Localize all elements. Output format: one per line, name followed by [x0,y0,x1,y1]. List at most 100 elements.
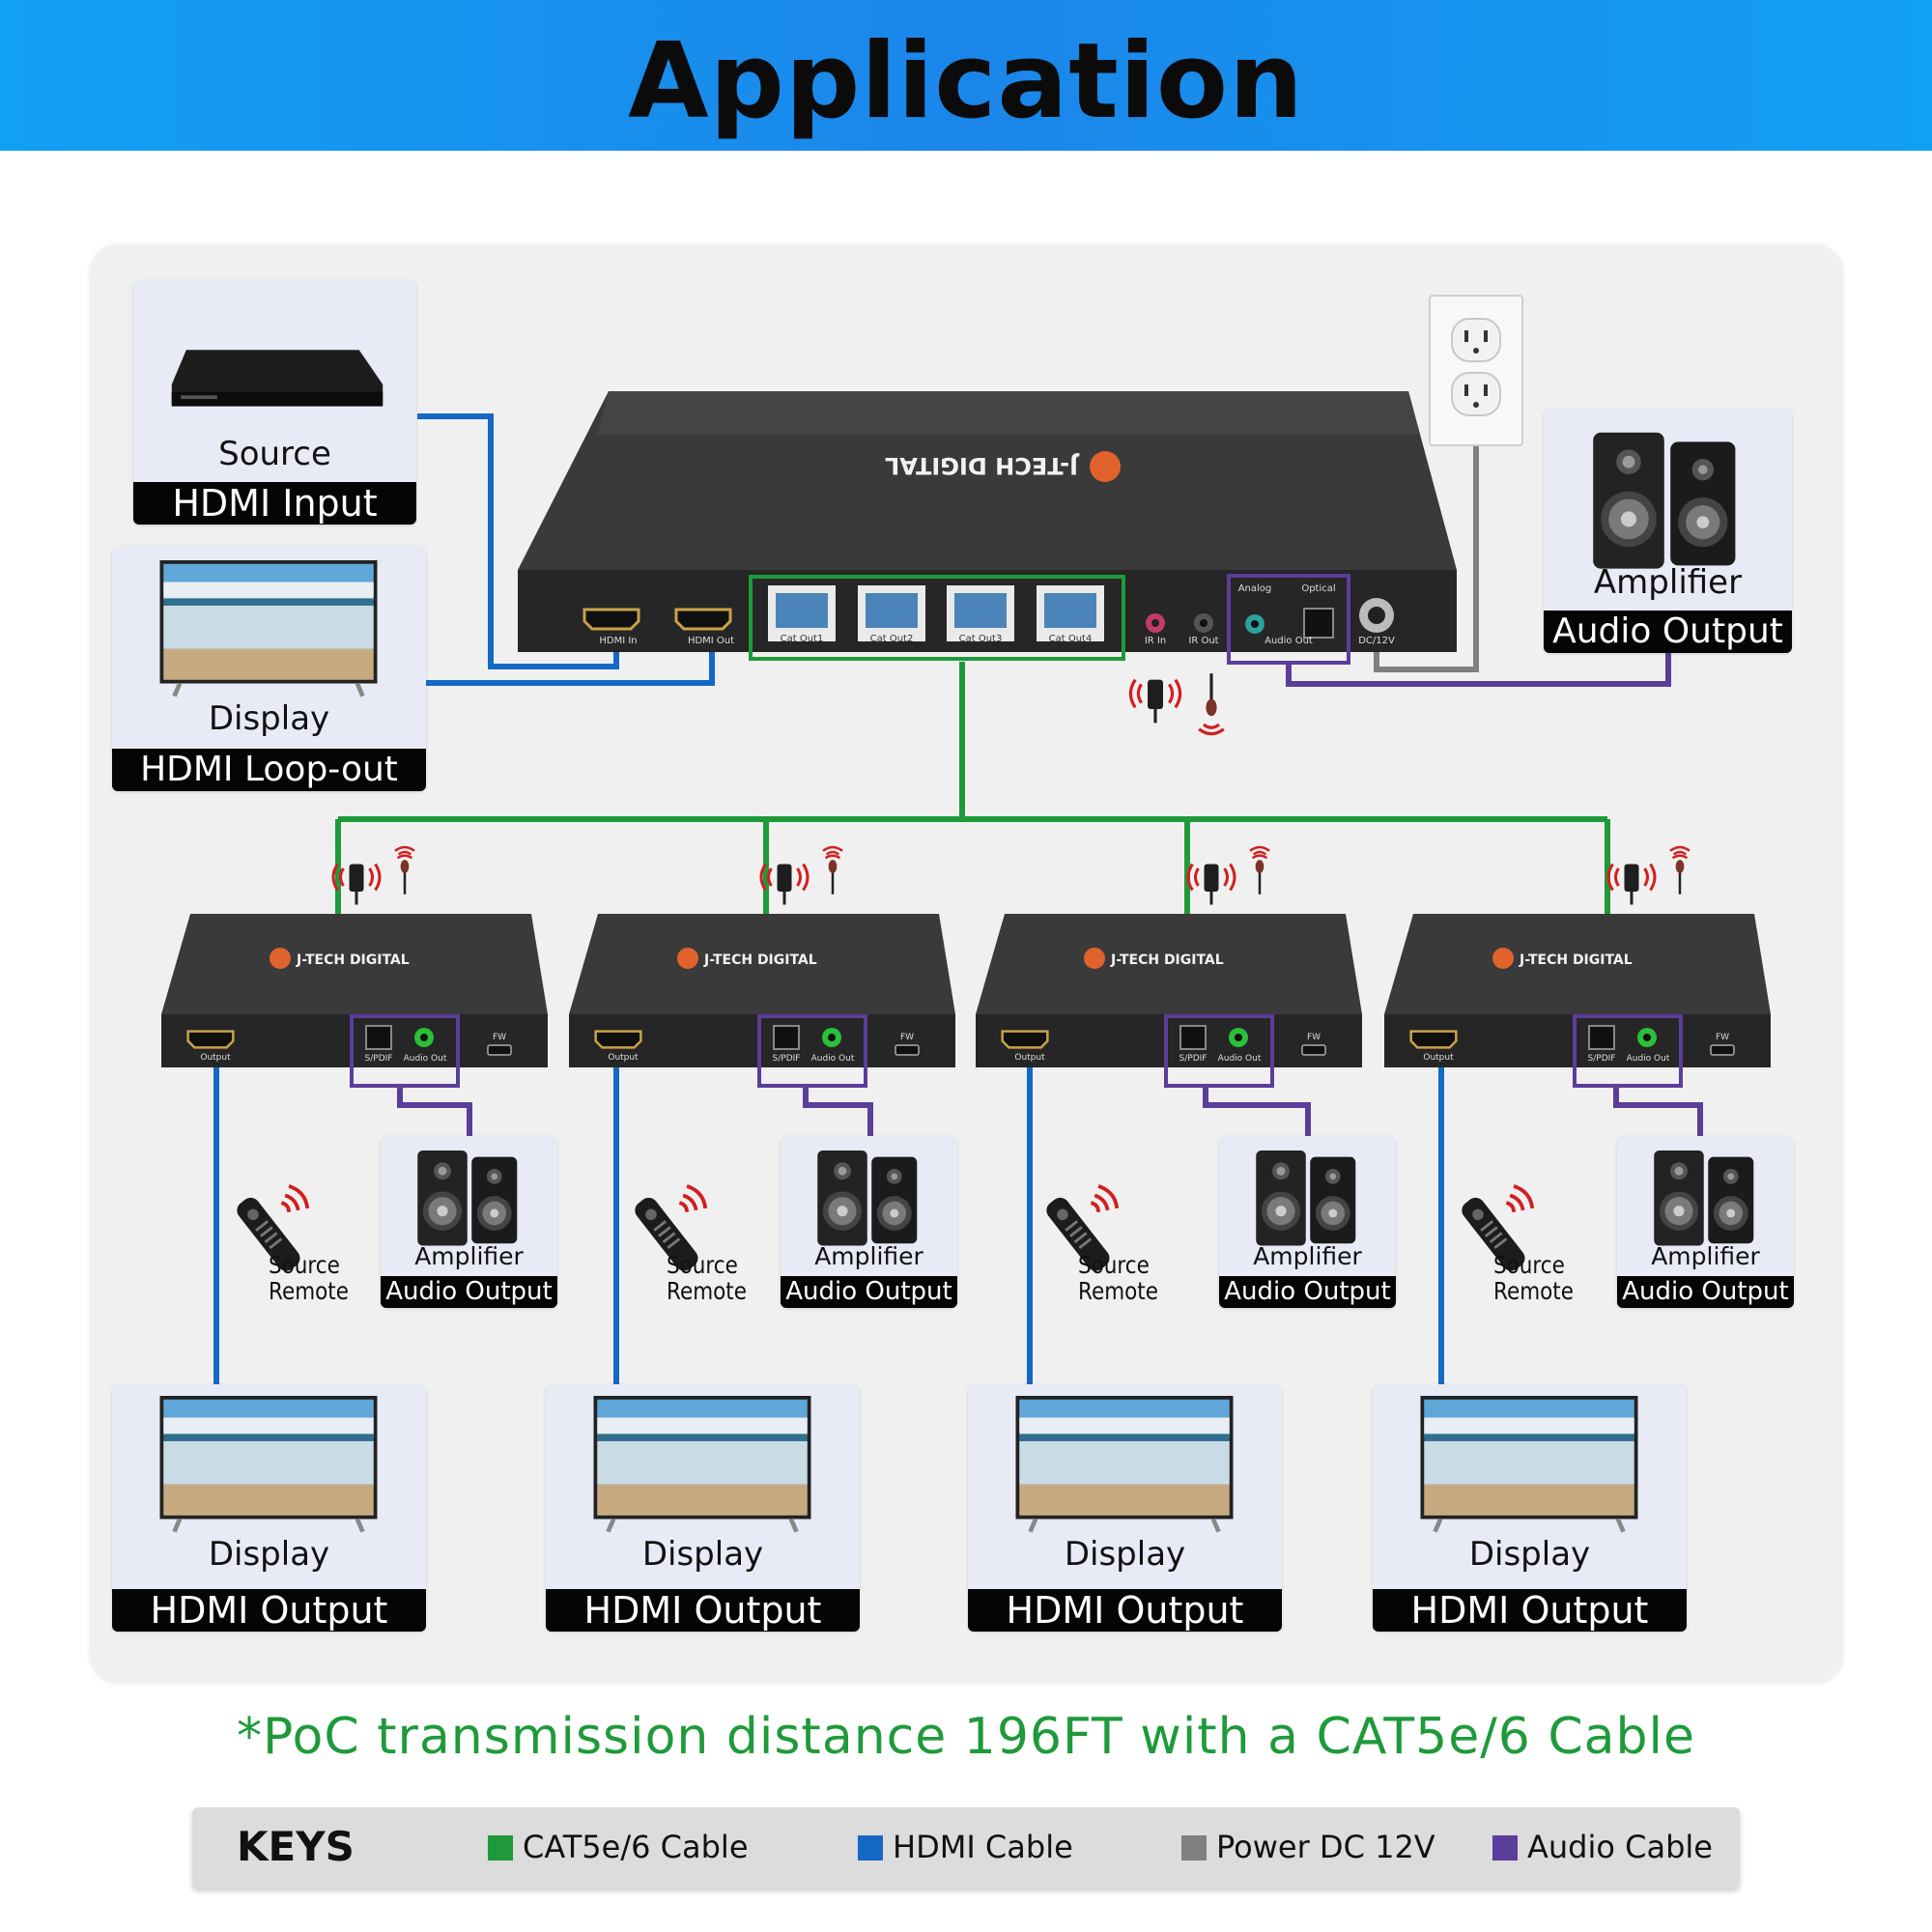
card-title: Display [1468,1535,1591,1574]
header-banner: Application [0,0,1932,151]
hdmi-cable-loopout [426,641,715,686]
key-hdmi-cable: HDMI Cable [858,1829,1073,1865]
port-label: Output [200,1053,231,1063]
card-title: Amplifier [814,1242,923,1270]
audio-ports-highlight [350,1014,460,1088]
speaker-icon [1638,1142,1774,1250]
port-label: FW [1307,1033,1321,1042]
receiver-brand: J-TECH DIGITAL [296,952,410,968]
card-label: Audio Output [1219,1276,1396,1308]
card-label: Audio Output [1617,1276,1794,1308]
key-swatch [858,1835,883,1861]
hdmi-cable-source [417,413,619,669]
ir-emitter-icon [1248,845,1271,896]
tv-icon [1420,1396,1638,1541]
ir-emitter-icon [821,845,844,896]
card-title: Amplifier [1253,1242,1362,1270]
port-label: S/PDIF [1179,1054,1208,1064]
key-audio-cable: Audio Cable [1492,1829,1713,1865]
port-label: Audio Out [811,1054,855,1064]
wall-outlet [1429,295,1523,446]
port-label: Output [1423,1053,1454,1063]
ir-emitter-icon [1668,845,1691,896]
transmitter-brand: J-TECH DIGITAL [885,452,1080,479]
port-label: FW [493,1033,506,1042]
card-title: Display [208,699,330,738]
port-label: Analog [1238,583,1272,594]
poc-distance-note: *PoC transmission distance 196FT with a … [237,1708,1695,1766]
transmitter-unit: J-TECH DIGITAL HDMI In HDMI Out Cat Out1… [518,391,1457,665]
card-label: HDMI Output [546,1589,860,1632]
port-label: Audio Out [1218,1054,1262,1064]
amplifier-card: Amplifier Audio Output [1544,409,1792,653]
loop-out-card: Display HDMI Loop-out [112,547,426,791]
audio-ports-highlight [1164,1014,1274,1088]
audio-ports-highlight [1227,574,1350,665]
keys-legend: KEYS CAT5e/6 Cable HDMI Cable Power DC 1… [192,1807,1740,1889]
ir-receiver-icon [1606,863,1657,906]
card-label: Audio Output [381,1276,557,1308]
port-label: Audio Out [1264,636,1313,646]
port-label: FW [900,1033,914,1042]
receiver-brand: J-TECH DIGITAL [703,952,817,968]
cat-ports-highlight [749,575,1125,661]
tv-icon [159,1396,378,1541]
port-label: S/PDIF [365,1054,393,1064]
receiver-unit: J-TECH DIGITAL Output S/PDIF Audio Out FW [569,914,955,1088]
tv-icon [1015,1396,1234,1541]
receiver-brand: J-TECH DIGITAL [1519,952,1633,968]
port-label: Audio Out [404,1054,447,1064]
port-label: Output [1014,1053,1045,1063]
port-label: Output [608,1053,639,1063]
key-power-cable: Power DC 12V [1181,1829,1435,1865]
hdmi-port [1409,1030,1458,1049]
port-label: DC/12V [1358,636,1395,646]
audio-ports-highlight [1573,1014,1683,1088]
ir-receiver-icon [1128,677,1182,724]
port-label: S/PDIF [1588,1054,1616,1064]
audio-cable-tx [1286,652,1671,687]
receiver-brand: J-TECH DIGITAL [1110,952,1224,968]
card-label: HDMI Input [133,482,416,525]
receiver-unit: J-TECH DIGITAL Output S/PDIF Audio Out FW [976,914,1362,1088]
port-label: Audio Out [1627,1054,1670,1064]
receiver-unit: J-TECH DIGITAL Output S/PDIF Audio Out FW [161,914,548,1088]
card-title: Display [1064,1535,1186,1574]
port-label: HDMI Out [688,636,734,646]
blu-ray-player-icon [171,350,384,407]
speaker-icon [802,1142,937,1250]
card-label: HDMI Output [1373,1589,1687,1632]
card-title: Amplifier [1593,563,1743,602]
card-label: Audio Output [1544,611,1792,653]
card-title: Amplifier [1651,1242,1760,1270]
ir-emitter-icon [1197,671,1226,736]
port-label: Cat Out2 [870,634,914,644]
port-label: Optical [1301,583,1335,594]
port-label: S/PDIF [773,1054,801,1064]
page-title: Application [628,21,1304,142]
port-label: HDMI In [599,636,637,646]
keys-title: KEYS [237,1823,355,1870]
card-label: Audio Output [781,1276,957,1308]
key-cat-cable: CAT5e/6 Cable [488,1829,749,1865]
card-label: HDMI Output [968,1589,1282,1632]
card-title: Display [208,1535,330,1574]
speaker-icon [1240,1142,1376,1250]
ir-emitter-icon [393,845,416,896]
port-label: Cat Out1 [781,634,824,644]
